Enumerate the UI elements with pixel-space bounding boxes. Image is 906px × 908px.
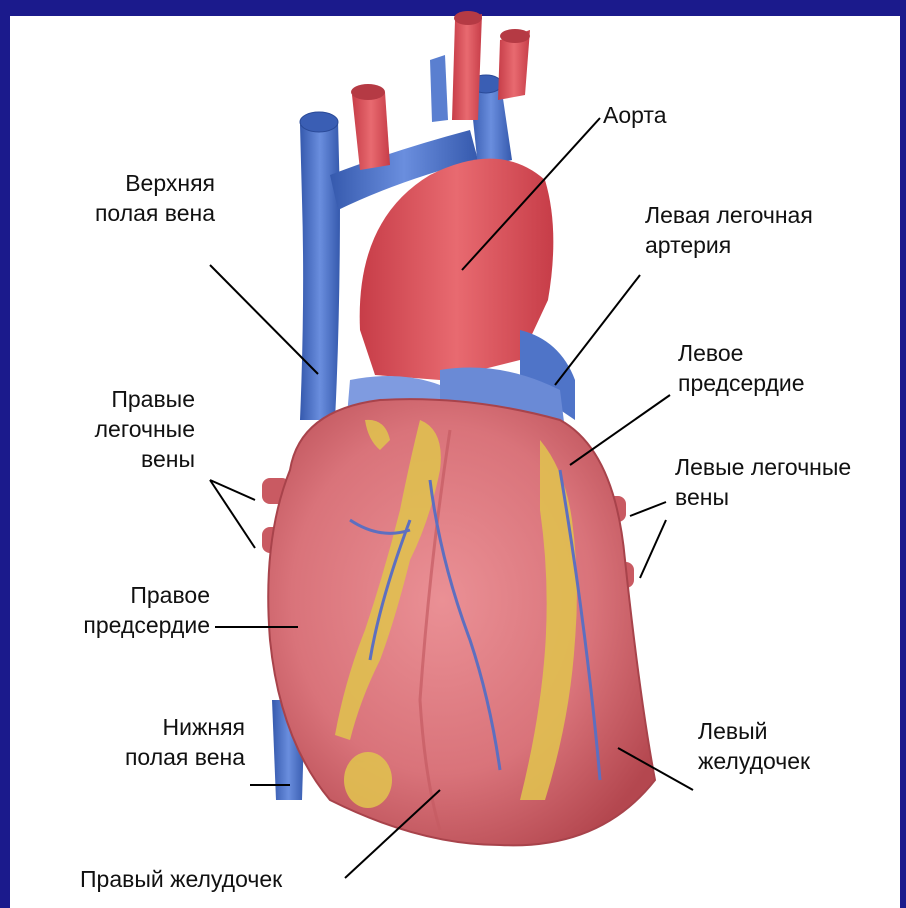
label-aorta: Аорта — [603, 100, 667, 130]
heart-body-shape — [268, 399, 655, 845]
label-superior-vena-cava: Верхняя полая вена — [70, 168, 215, 228]
label-right-ventricle: Правый желудочек — [80, 864, 282, 894]
label-right-atrium: Правое предсердие — [20, 580, 210, 640]
label-inferior-vena-cava: Нижняя полая вена — [60, 712, 245, 772]
label-left-pulmonary-artery: Левая легочная артерия — [645, 200, 813, 260]
label-left-ventricle: Левый желудочек — [698, 716, 810, 776]
label-left-atrium: Левое предсердие — [678, 338, 805, 398]
label-right-pulmonary-veins: Правые легочные вены — [40, 384, 195, 474]
label-left-pulmonary-veins: Левые легочные вены — [675, 452, 851, 512]
